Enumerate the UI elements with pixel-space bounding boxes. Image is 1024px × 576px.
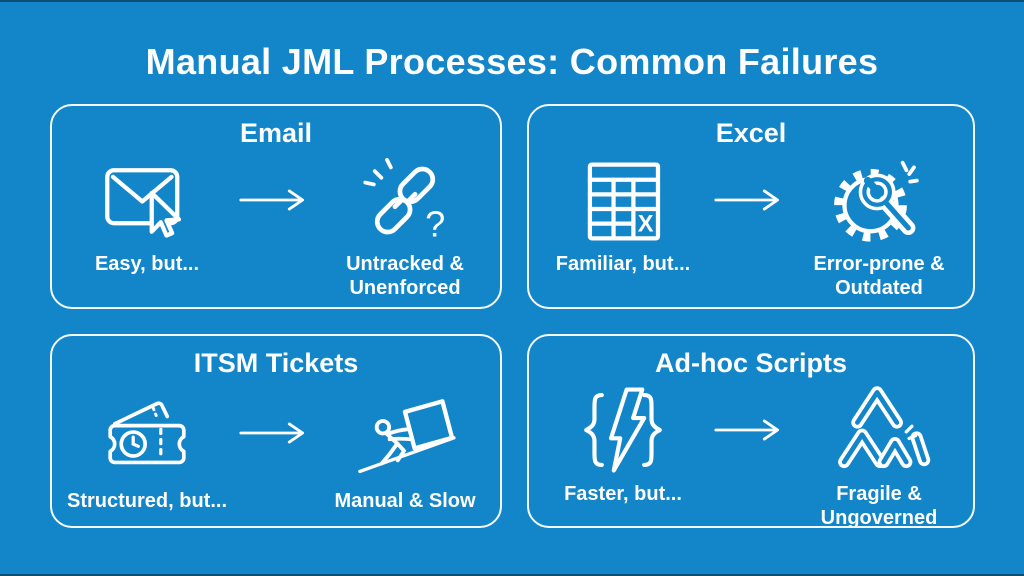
panel-email-left-label: Easy, but... [94,253,200,276]
panel-itsm-right-label: Manual & Slow [334,489,476,512]
panel-adhoc-scripts: Ad-hoc Scripts [527,334,975,530]
spreadsheet-icon: X [539,149,707,251]
gear-wrench-icon [795,149,963,251]
right-arrow-icon [707,149,795,251]
email-cursor-icon [62,149,232,251]
panel-itsm-title: ITSM Tickets [193,348,359,378]
panel-excel-title: Excel [715,118,787,148]
panel-email-title: Email [239,118,313,148]
fragile-structure-icon [795,382,963,478]
panel-adhoc-left-label: Faster, but... [564,483,682,505]
bottom-edge-divider [0,574,1024,576]
right-arrow-icon [707,379,795,481]
panel-itsm-tickets: ITSM Tickets [50,334,502,528]
panel-adhoc-body: Faster, but... Fragile & Ungoverned [539,379,963,530]
broken-link-icon: ? [320,149,490,251]
svg-text:?: ? [425,203,445,244]
panel-adhoc-right-label: Fragile & Ungoverned [820,483,938,529]
panel-email-right-label: Untracked & Unenforced [346,253,464,299]
right-arrow-icon [232,149,320,251]
pushing-block-uphill-icon [320,385,490,481]
panel-excel-left-label: Familiar, but... [555,253,691,276]
panel-itsm-left-label: Structured, but... [67,489,227,512]
right-arrow-icon [232,382,320,484]
svg-text:X: X [638,211,654,237]
panel-excel-right-label: Error-prone & Outdated [813,253,945,299]
panel-adhoc-title: Ad-hoc Scripts [654,348,848,378]
panel-excel-body: X [539,149,963,301]
panel-excel: Excel X [527,104,975,309]
panel-itsm-body: Structured, but... Manual & Slow [62,379,490,520]
panel-email-body: ? Easy, but... Untracked & Unenforced [62,149,490,301]
top-edge-divider [0,0,1024,2]
panel-email: Email [50,104,502,309]
code-lightning-icon [539,382,707,478]
tickets-icon [62,385,232,481]
page-title: Manual JML Processes: Common Failures [145,41,879,82]
